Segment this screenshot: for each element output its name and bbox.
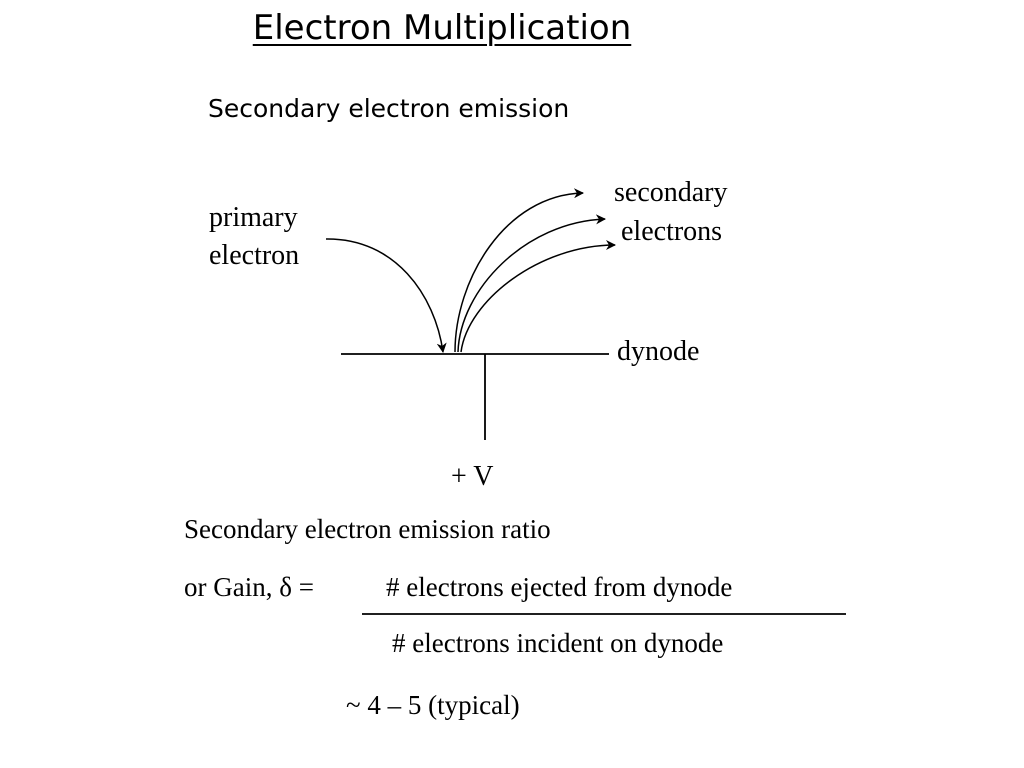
secondary-electron-trajectory (457, 214, 606, 353)
dynode-label: dynode (617, 336, 699, 367)
secondary-electron-trajectory (460, 240, 616, 353)
secondary-label-line2: electrons (621, 216, 722, 247)
primary-label-line2: electron (209, 240, 299, 271)
fraction-numerator: # electrons ejected from dynode (386, 572, 733, 602)
voltage-label: + V (451, 461, 494, 492)
page-title: Electron Multiplication (252, 8, 632, 48)
emission-ratio-label: Secondary electron emission ratio (184, 514, 551, 544)
secondary-label-line1: secondary (614, 177, 728, 208)
primary-electron-trajectory (325, 238, 447, 353)
fraction-denominator: # electrons incident on dynode (392, 628, 724, 658)
primary-label-line1: primary (209, 202, 298, 233)
page-subtitle: Secondary electron emission (208, 94, 570, 123)
secondary-electron-trajectory (454, 188, 584, 353)
typical-gain-value: ~ 4 – 5 (typical) (346, 690, 520, 720)
gain-prefix: or Gain, δ = (184, 572, 314, 602)
